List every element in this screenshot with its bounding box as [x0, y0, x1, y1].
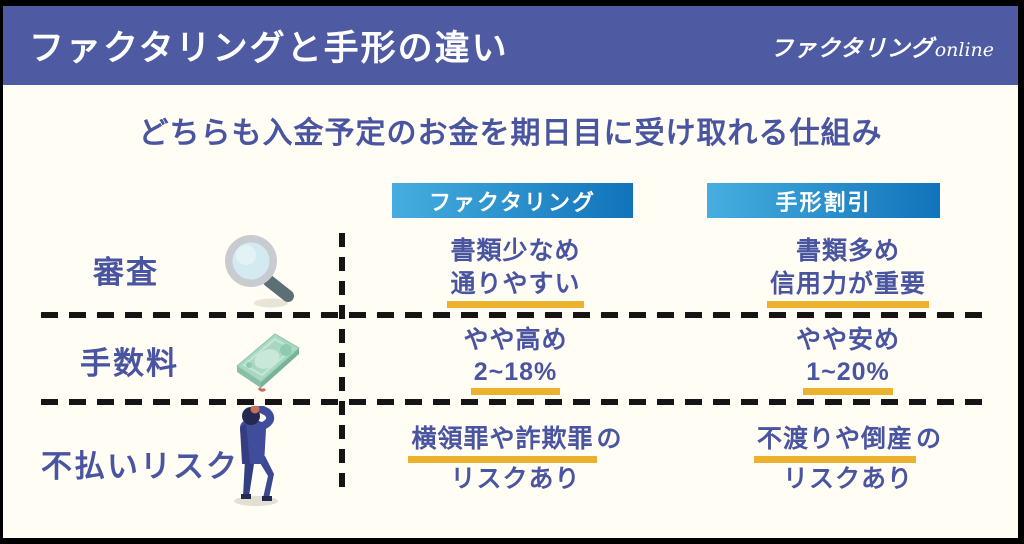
highlighted-text: 信用力が重要	[766, 268, 929, 308]
cell-line: リスクあり	[450, 465, 581, 493]
horizontal-dashed-divider-1	[41, 312, 988, 318]
highlighted-text: 通りやすい	[447, 268, 584, 308]
column-header-bill-discount: 手形割引	[707, 183, 940, 218]
cell-line: やや高め	[463, 326, 568, 354]
header-bar: ファクタリングと手形の違い ファクタリング online	[3, 6, 1018, 85]
row-label-examination: 審査	[93, 255, 159, 290]
highlighted-text: 2~18%	[470, 356, 561, 395]
highlighted-text: 横領罪や詐欺罪	[408, 423, 597, 463]
cell-line: 信用力が重要	[703, 268, 993, 308]
brand-logo: ファクタリング online	[770, 29, 994, 63]
brand-logo-text: ファクタリング	[770, 34, 934, 61]
cell-line: やや安め	[795, 326, 900, 354]
magnifier-icon	[219, 232, 301, 315]
horizontal-dashed-divider-2	[41, 399, 988, 405]
page-title: ファクタリングと手形の違い	[29, 29, 509, 68]
cell-examination-factoring: 書類少なめ 通りやすい	[348, 235, 683, 308]
highlighted-text: 不渡りや倒産	[753, 423, 916, 463]
cell-risk-factoring: 横領罪や詐欺罪の リスクあり	[348, 423, 683, 496]
cell-line: 書類多め	[795, 237, 900, 265]
banknote-icon	[229, 322, 307, 403]
subtitle: どちらも入金予定のお金を期日目に受け取れる仕組み	[138, 117, 883, 150]
brand-logo-script: online	[934, 38, 994, 61]
person-icon	[221, 404, 287, 513]
cell-line-tail: の	[916, 425, 943, 453]
cell-risk-bill: 不渡りや倒産の リスクあり	[703, 423, 993, 496]
row-label-fees: 手数料	[80, 346, 179, 381]
highlighted-text: 1~20%	[803, 356, 893, 395]
row-label-nonpayment-risk: 不払いリスク	[41, 449, 239, 484]
cell-fees-factoring: やや高め 2~18%	[348, 324, 683, 395]
cell-line-tail: の	[596, 425, 623, 453]
vertical-dashed-divider	[339, 233, 345, 490]
cell-fees-bill: やや安め 1~20%	[703, 324, 993, 395]
cell-line: 書類少なめ	[450, 237, 581, 265]
cell-examination-bill: 書類多め 信用力が重要	[703, 235, 993, 308]
cell-line: リスクあり	[782, 465, 913, 493]
cell-line: 1~20%	[703, 356, 993, 395]
cell-line: 2~18%	[348, 356, 683, 395]
cell-line: 横領罪や詐欺罪の	[348, 423, 683, 463]
column-header-factoring: ファクタリング	[392, 183, 633, 218]
cell-line: 不渡りや倒産の	[703, 423, 993, 463]
cell-line: 通りやすい	[348, 268, 683, 308]
